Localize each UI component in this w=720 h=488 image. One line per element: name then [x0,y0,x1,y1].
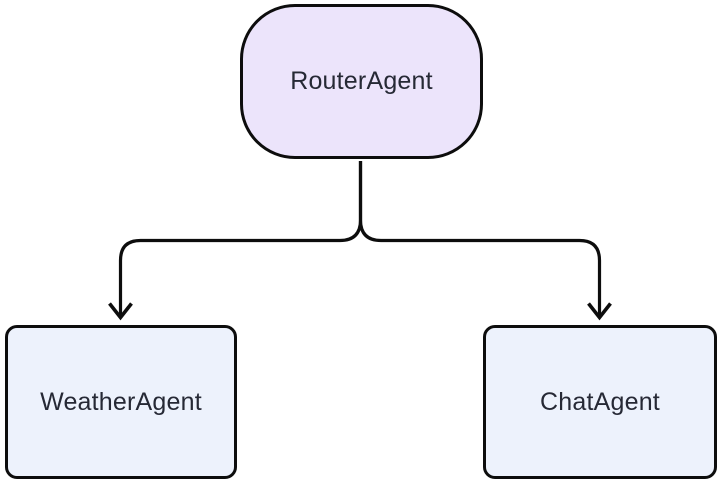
node-weather-agent: WeatherAgent [5,325,237,479]
node-chat-agent: ChatAgent [483,325,717,479]
node-chat-agent-label: ChatAgent [540,387,660,416]
edge-line-router-weather [118,161,363,317]
arrowhead-down-icon [587,302,612,321]
edge-router-to-weather [108,161,363,321]
edge-line-router-chat [358,161,602,317]
arrowhead-down-icon [108,302,133,321]
node-weather-agent-label: WeatherAgent [40,387,202,416]
edge-router-to-chat [358,161,612,321]
node-router-agent-label: RouterAgent [290,67,433,95]
node-router-agent: RouterAgent [240,4,483,159]
